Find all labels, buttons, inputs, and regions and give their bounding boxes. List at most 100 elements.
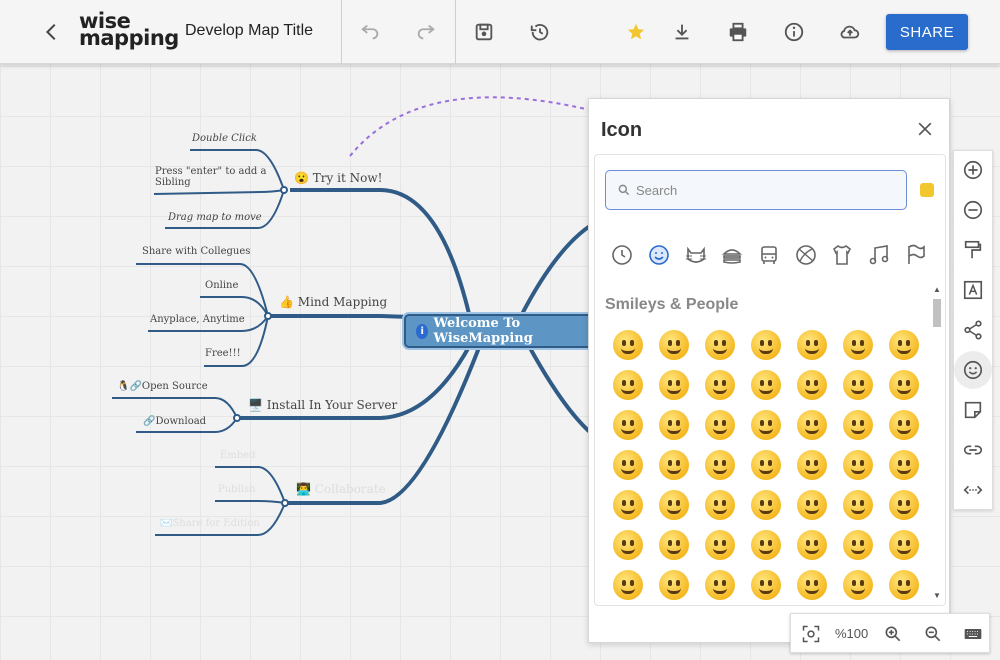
scroll-down-icon[interactable]: ▼ — [933, 591, 941, 600]
emoji-face-icon[interactable] — [743, 445, 789, 485]
emoji-face-icon[interactable] — [743, 565, 789, 605]
emoji-face-icon[interactable] — [697, 525, 743, 565]
emoji-face-icon[interactable] — [881, 445, 927, 485]
subtopic[interactable]: Publish — [218, 484, 256, 495]
emoji-face-icon[interactable] — [605, 405, 651, 445]
note-icon[interactable] — [954, 391, 992, 429]
emoji-face-icon[interactable] — [743, 525, 789, 565]
scrollbar-thumb[interactable] — [933, 299, 941, 327]
emoji-face-icon[interactable] — [789, 365, 835, 405]
emoji-face-icon[interactable] — [789, 565, 835, 605]
connection-icon[interactable] — [954, 311, 992, 349]
emoji-face-icon[interactable] — [881, 405, 927, 445]
link-icon[interactable] — [954, 431, 992, 469]
emoji-face-icon[interactable] — [651, 365, 697, 405]
emoji-face-icon[interactable] — [743, 365, 789, 405]
topic-collaborate[interactable]: 👨‍💻 Collaborate — [296, 482, 386, 496]
zoom-out-icon[interactable] — [921, 622, 945, 646]
emoji-face-icon[interactable] — [697, 325, 743, 365]
star-icon[interactable] — [616, 12, 656, 52]
center-focus-icon[interactable] — [799, 622, 823, 646]
emoji-face-icon[interactable] — [605, 445, 651, 485]
emoji-face-icon[interactable] — [881, 365, 927, 405]
emoji-face-icon[interactable] — [743, 405, 789, 445]
scrollbar[interactable]: ▲ ▼ — [931, 285, 943, 603]
emoji-face-icon[interactable] — [835, 365, 881, 405]
subtopic[interactable]: 🔗Download — [143, 416, 207, 427]
emoji-face-icon[interactable] — [743, 325, 789, 365]
subtopic[interactable]: Free!!! — [205, 348, 241, 359]
central-topic[interactable]: i Welcome To WiseMapping — [404, 314, 594, 348]
subtopic[interactable]: Sibling — [155, 177, 191, 188]
symbols-icon[interactable] — [864, 237, 894, 273]
info-icon[interactable] — [774, 12, 814, 52]
animals-icon[interactable] — [681, 237, 711, 273]
keyboard-icon[interactable] — [961, 622, 985, 646]
skin-tone-swatch[interactable] — [920, 183, 934, 197]
subtopic[interactable]: Online — [205, 280, 239, 291]
subtopic[interactable]: Share with Collegues — [142, 246, 251, 257]
map-title[interactable]: Develop Map Title — [185, 22, 314, 39]
emoji-face-icon[interactable] — [789, 405, 835, 445]
emoji-face-icon[interactable] — [697, 565, 743, 605]
back-arrow-icon[interactable] — [32, 12, 72, 52]
emoji-face-icon[interactable] — [881, 485, 927, 525]
cloud-upload-icon[interactable] — [830, 12, 870, 52]
emoji-face-icon[interactable] — [605, 325, 651, 365]
emoji-face-icon[interactable] — [605, 525, 651, 565]
emoji-face-icon[interactable] — [743, 485, 789, 525]
emoji-face-icon[interactable] — [789, 485, 835, 525]
search-field[interactable] — [605, 170, 907, 210]
emoji-face-icon[interactable] — [881, 565, 927, 605]
topic-mind-mapping[interactable]: 👍 Mind Mapping — [279, 295, 388, 309]
emoji-face-icon[interactable] — [835, 445, 881, 485]
zoom-in-icon[interactable] — [881, 622, 905, 646]
emoji-face-icon[interactable] — [697, 445, 743, 485]
subtopic[interactable]: Double Click — [192, 133, 257, 144]
share-button[interactable]: SHARE — [886, 14, 968, 50]
subtopic[interactable]: 🐧🔗Open Source — [117, 381, 208, 392]
emoji-face-icon[interactable] — [651, 405, 697, 445]
flags-icon[interactable] — [901, 237, 931, 273]
emoji-face-icon[interactable] — [605, 485, 651, 525]
topic-install-server[interactable]: 🖥️ Install In Your Server — [248, 398, 398, 412]
subtopic[interactable]: Press "enter" to add a — [155, 166, 267, 177]
history-icon[interactable] — [520, 12, 560, 52]
subtopic[interactable]: Embed — [220, 450, 256, 461]
save-icon[interactable] — [464, 12, 504, 52]
emoji-face-icon[interactable] — [651, 565, 697, 605]
download-icon[interactable] — [662, 12, 702, 52]
emoji-face-icon[interactable] — [697, 405, 743, 445]
emoji-face-icon[interactable] — [697, 485, 743, 525]
travel-icon[interactable] — [754, 237, 784, 273]
emoji-face-icon[interactable] — [697, 365, 743, 405]
emoji-face-icon[interactable] — [789, 525, 835, 565]
emoji-face-icon[interactable] — [789, 325, 835, 365]
font-icon[interactable] — [954, 271, 992, 309]
add-topic-icon[interactable] — [954, 151, 992, 189]
emoji-face-icon[interactable] — [881, 525, 927, 565]
emoji-face-icon[interactable] — [835, 525, 881, 565]
emoji-face-icon[interactable] — [835, 485, 881, 525]
subtopic[interactable]: Anyplace, Anytime — [150, 314, 245, 325]
undo-icon[interactable] — [350, 12, 390, 52]
topic-try-it-now[interactable]: 😮 Try it Now! — [294, 171, 383, 185]
emoji-face-icon[interactable] — [651, 485, 697, 525]
subtopic[interactable]: Drag map to move — [168, 212, 262, 223]
close-icon[interactable] — [913, 117, 937, 141]
emoji-face-icon[interactable] — [651, 445, 697, 485]
activities-icon[interactable] — [791, 237, 821, 273]
emoji-face-icon[interactable] — [881, 325, 927, 365]
emoji-face-icon[interactable] — [605, 565, 651, 605]
emoji-icon[interactable] — [954, 351, 992, 389]
remove-topic-icon[interactable] — [954, 191, 992, 229]
emoji-face-icon[interactable] — [605, 365, 651, 405]
search-input[interactable] — [636, 180, 896, 200]
emoji-face-icon[interactable] — [835, 325, 881, 365]
relationship-icon[interactable] — [954, 471, 992, 509]
emoji-face-icon[interactable] — [651, 325, 697, 365]
recent-icon[interactable] — [607, 237, 637, 273]
food-icon[interactable] — [717, 237, 747, 273]
emoji-face-icon[interactable] — [835, 405, 881, 445]
redo-icon[interactable] — [406, 12, 446, 52]
